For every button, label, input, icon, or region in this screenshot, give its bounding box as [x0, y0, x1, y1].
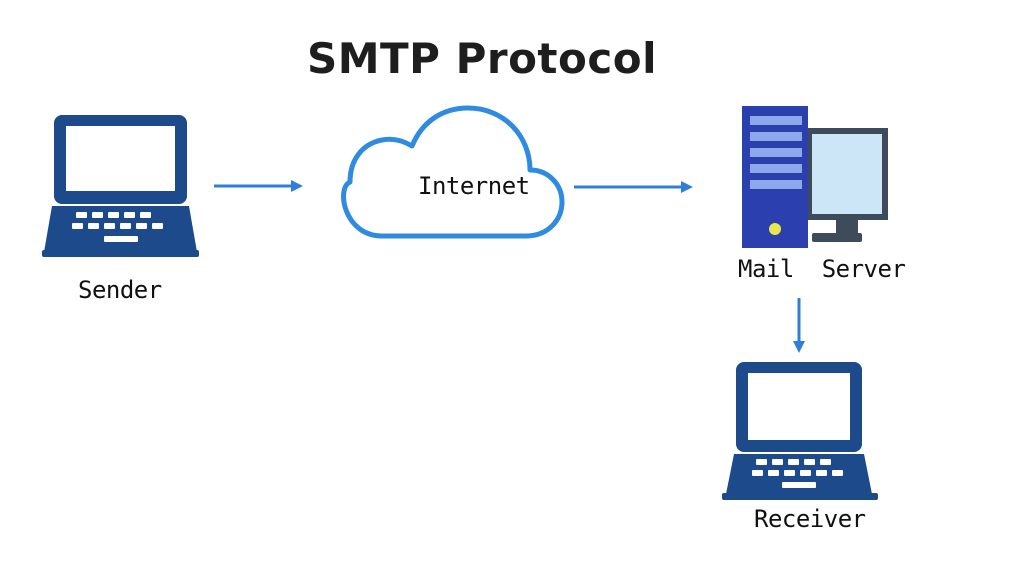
receiver-laptop-icon [722, 362, 878, 500]
mail-server-icon [742, 106, 888, 248]
sender-label: Sender [78, 276, 162, 304]
mail-server-label: Mail Server [738, 255, 906, 283]
sender-laptop-icon [42, 115, 199, 257]
diagram-title: SMTP Protocol [306, 34, 658, 83]
internet-label: Internet [418, 172, 530, 200]
receiver-label: Receiver [754, 505, 866, 533]
internet-cloud-icon [341, 105, 565, 239]
